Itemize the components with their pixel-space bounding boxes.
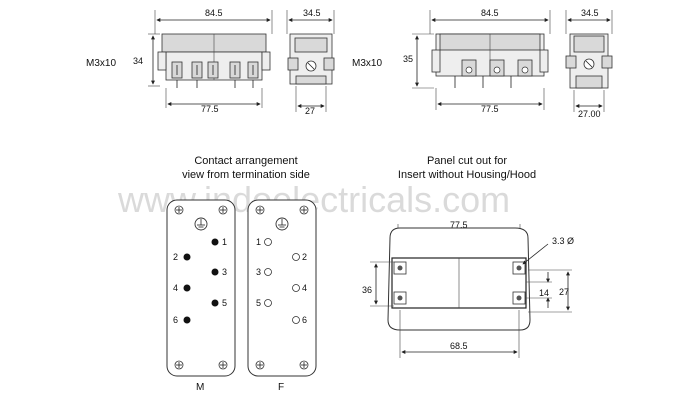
female-pin-label-6: 6 xyxy=(302,315,307,325)
male-pin-label-6: 6 xyxy=(173,315,178,325)
ground-icon xyxy=(275,217,289,231)
panel-cutout-drawing: 77.5 3.3 Ø 36 14 27 xyxy=(362,220,574,358)
female-contact-face: 1 2 3 4 5 6 F xyxy=(247,199,317,393)
cutout-title-line1: Panel cut out for xyxy=(427,155,507,167)
dim-width-top: 84.5 xyxy=(205,8,223,18)
dim-width-bottom: 77.5 xyxy=(201,104,219,114)
ground-icon xyxy=(194,217,208,231)
cutout-dim-inner-height: 14 xyxy=(539,288,549,298)
female-socket-1 xyxy=(264,238,272,246)
cutout-dim-width-top: 77.5 xyxy=(450,220,468,230)
male-pin-label-2: 2 xyxy=(173,252,178,262)
screw-spec: M3x10 xyxy=(352,58,382,69)
male-pin-6 xyxy=(183,316,191,324)
female-pin-label-3: 3 xyxy=(256,267,261,277)
dim-depth-bottom: 27 xyxy=(305,106,315,116)
male-insert-end-view: 34.5 27 xyxy=(286,8,335,116)
male-pin-2 xyxy=(183,253,191,261)
female-label: F xyxy=(278,382,284,393)
female-socket-3 xyxy=(264,268,272,276)
cutout-dim-width-bottom: 68.5 xyxy=(450,341,468,351)
cutout-title-line2: Insert without Housing/Hood xyxy=(398,169,536,181)
cutout-dim-outer-height: 27 xyxy=(559,287,569,297)
hole-icon xyxy=(397,295,403,301)
female-insert-end-view: 34.5 27.00 xyxy=(565,8,613,119)
male-contact-face: 1 2 3 4 5 6 M xyxy=(166,199,236,393)
female-socket-6 xyxy=(292,316,300,324)
male-label: M xyxy=(196,382,204,393)
male-pin-label-3: 3 xyxy=(222,267,227,277)
male-insert-side-view: 84.5 34 M3x10 77.5 xyxy=(86,8,273,114)
mount-screw-icon xyxy=(255,205,309,370)
female-pin-label-5: 5 xyxy=(256,298,261,308)
cutout-dim-height-left: 36 xyxy=(362,285,372,295)
dim-width-bottom: 77.5 xyxy=(481,104,499,114)
contact-title-line1: Contact arrangement xyxy=(194,155,297,167)
hole-icon xyxy=(397,265,403,271)
female-pin-label-2: 2 xyxy=(302,252,307,262)
dim-depth-top: 34.5 xyxy=(581,8,599,18)
female-pin-label-1: 1 xyxy=(256,237,261,247)
male-pin-label-1: 1 xyxy=(222,237,227,247)
female-socket-2 xyxy=(292,253,300,261)
hole-icon xyxy=(516,265,522,271)
dim-height: 35 xyxy=(403,54,413,64)
cutout-hole-diameter: 3.3 Ø xyxy=(552,236,574,246)
male-pin-3 xyxy=(211,268,219,276)
male-pin-label-5: 5 xyxy=(222,298,227,308)
female-insert-side-view: 84.5 35 M3x10 77.5 xyxy=(352,8,551,114)
hole-icon xyxy=(516,295,522,301)
dim-width-top: 84.5 xyxy=(481,8,499,18)
screw-spec: M3x10 xyxy=(86,58,116,69)
female-socket-4 xyxy=(292,284,300,292)
mount-screw-icon xyxy=(174,205,228,370)
male-pin-4 xyxy=(183,284,191,292)
female-socket-5 xyxy=(264,299,272,307)
dim-height: 34 xyxy=(133,56,143,66)
female-pin-label-4: 4 xyxy=(302,283,307,293)
contact-title-line2: view from termination side xyxy=(182,169,310,181)
male-pin-label-4: 4 xyxy=(173,283,178,293)
dim-depth-bottom: 27.00 xyxy=(578,109,601,119)
male-pin-5 xyxy=(211,299,219,307)
male-pin-1 xyxy=(211,238,219,246)
dim-depth-top: 34.5 xyxy=(303,8,321,18)
